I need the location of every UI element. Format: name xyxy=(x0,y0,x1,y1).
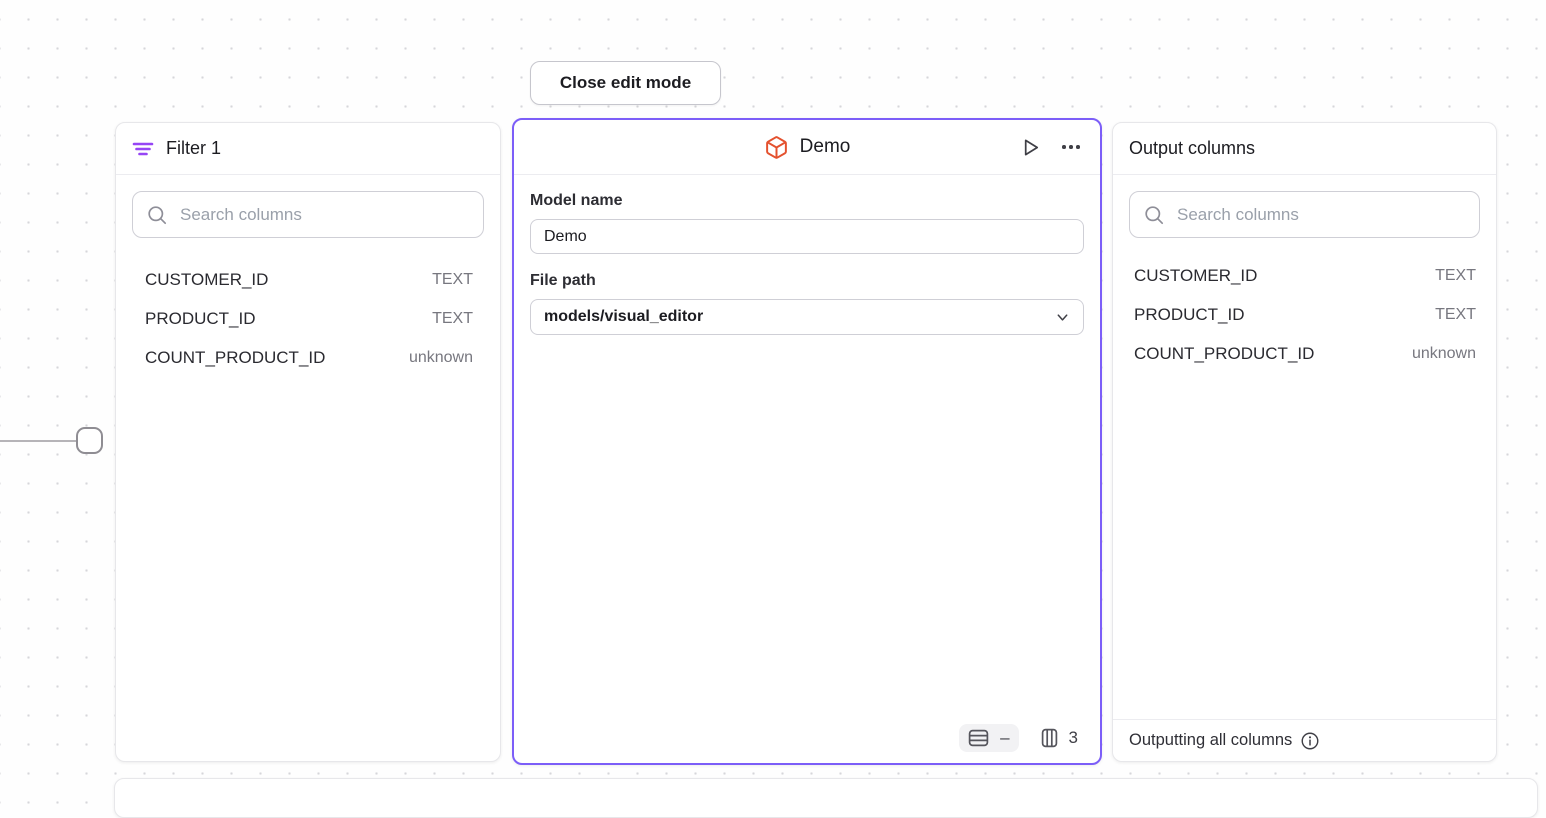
output-footer-text: Outputting all columns xyxy=(1129,731,1293,749)
filter-search-box[interactable] xyxy=(132,191,484,238)
output-panel-header: Output columns xyxy=(1113,123,1496,175)
column-row[interactable]: PRODUCT_ID TEXT xyxy=(116,299,500,338)
filter-column-list: CUSTOMER_ID TEXT PRODUCT_ID TEXT COUNT_P… xyxy=(116,254,500,377)
output-panel-title: Output columns xyxy=(1129,138,1256,158)
model-panel-header: Demo xyxy=(514,120,1100,175)
column-row[interactable]: COUNT_PRODUCT_ID unknown xyxy=(1113,334,1496,373)
file-path-label: File path xyxy=(530,272,596,289)
model-name-input[interactable] xyxy=(530,219,1084,254)
column-type: TEXT xyxy=(432,270,473,288)
model-panel-title: Demo xyxy=(799,136,851,157)
output-search-box[interactable] xyxy=(1129,191,1480,238)
filter-icon xyxy=(132,140,154,158)
filter-panel-header: Filter 1 xyxy=(116,123,500,175)
row-count-value: – xyxy=(1000,728,1010,747)
column-type: TEXT xyxy=(1435,305,1476,323)
model-panel-body: Model name File path models/visual_edito… xyxy=(514,175,1100,335)
column-row[interactable]: CUSTOMER_ID TEXT xyxy=(1113,256,1496,295)
model-title-group: Demo xyxy=(764,135,851,160)
column-name: COUNT_PRODUCT_ID xyxy=(145,347,326,367)
column-row[interactable]: COUNT_PRODUCT_ID unknown xyxy=(116,338,500,377)
column-row[interactable]: PRODUCT_ID TEXT xyxy=(1113,295,1496,334)
ellipsis-icon xyxy=(1062,145,1080,149)
column-name: COUNT_PRODUCT_ID xyxy=(1134,343,1315,363)
filter-node-panel[interactable]: Filter 1 CUSTOMER_ID TEXT PRODUCT_ID TEX… xyxy=(115,122,501,762)
more-options-button[interactable] xyxy=(1060,143,1082,151)
column-type: TEXT xyxy=(432,309,473,327)
output-column-list: CUSTOMER_ID TEXT PRODUCT_ID TEXT COUNT_P… xyxy=(1113,254,1496,373)
run-model-button[interactable] xyxy=(1017,134,1044,161)
output-columns-panel[interactable]: Output columns CUSTOMER_ID TEXT PRODUCT_… xyxy=(1112,122,1497,762)
file-path-value: models/visual_editor xyxy=(544,308,704,325)
chevron-down-icon xyxy=(1055,310,1070,325)
column-type: unknown xyxy=(1411,344,1476,362)
output-footer: Outputting all columns xyxy=(1113,719,1496,761)
search-icon xyxy=(147,205,167,225)
column-name: PRODUCT_ID xyxy=(145,308,256,328)
search-icon xyxy=(1144,205,1164,225)
info-icon[interactable] xyxy=(1300,731,1320,751)
close-edit-mode-button[interactable]: Close edit mode xyxy=(530,61,721,105)
column-count-chip[interactable]: 3 xyxy=(1032,724,1087,752)
column-name: CUSTOMER_ID xyxy=(1134,265,1258,285)
model-header-actions xyxy=(1017,120,1082,174)
model-cube-icon xyxy=(764,135,789,160)
columns-icon xyxy=(1041,728,1058,748)
filter-panel-title: Filter 1 xyxy=(166,138,222,158)
filter-search-input[interactable] xyxy=(178,203,469,226)
file-path-select[interactable]: models/visual_editor xyxy=(530,299,1084,335)
column-name: CUSTOMER_ID xyxy=(145,269,269,289)
connector-edge xyxy=(0,440,77,442)
model-name-label: Model name xyxy=(530,192,623,209)
model-node-panel[interactable]: Demo Model name File path models/visual_… xyxy=(512,118,1102,765)
output-search-input[interactable] xyxy=(1175,203,1465,226)
rows-icon xyxy=(968,729,989,747)
column-type: TEXT xyxy=(1435,266,1476,284)
play-icon xyxy=(1025,139,1039,155)
column-name: PRODUCT_ID xyxy=(1134,304,1245,324)
bottom-partial-panel xyxy=(114,778,1538,818)
row-count-chip[interactable]: – xyxy=(959,724,1019,752)
model-status-bar: – 3 xyxy=(959,724,1087,752)
column-type: unknown xyxy=(408,348,473,366)
connector-handle[interactable] xyxy=(76,427,103,454)
column-count-value: 3 xyxy=(1068,728,1078,747)
column-row[interactable]: CUSTOMER_ID TEXT xyxy=(116,260,500,299)
